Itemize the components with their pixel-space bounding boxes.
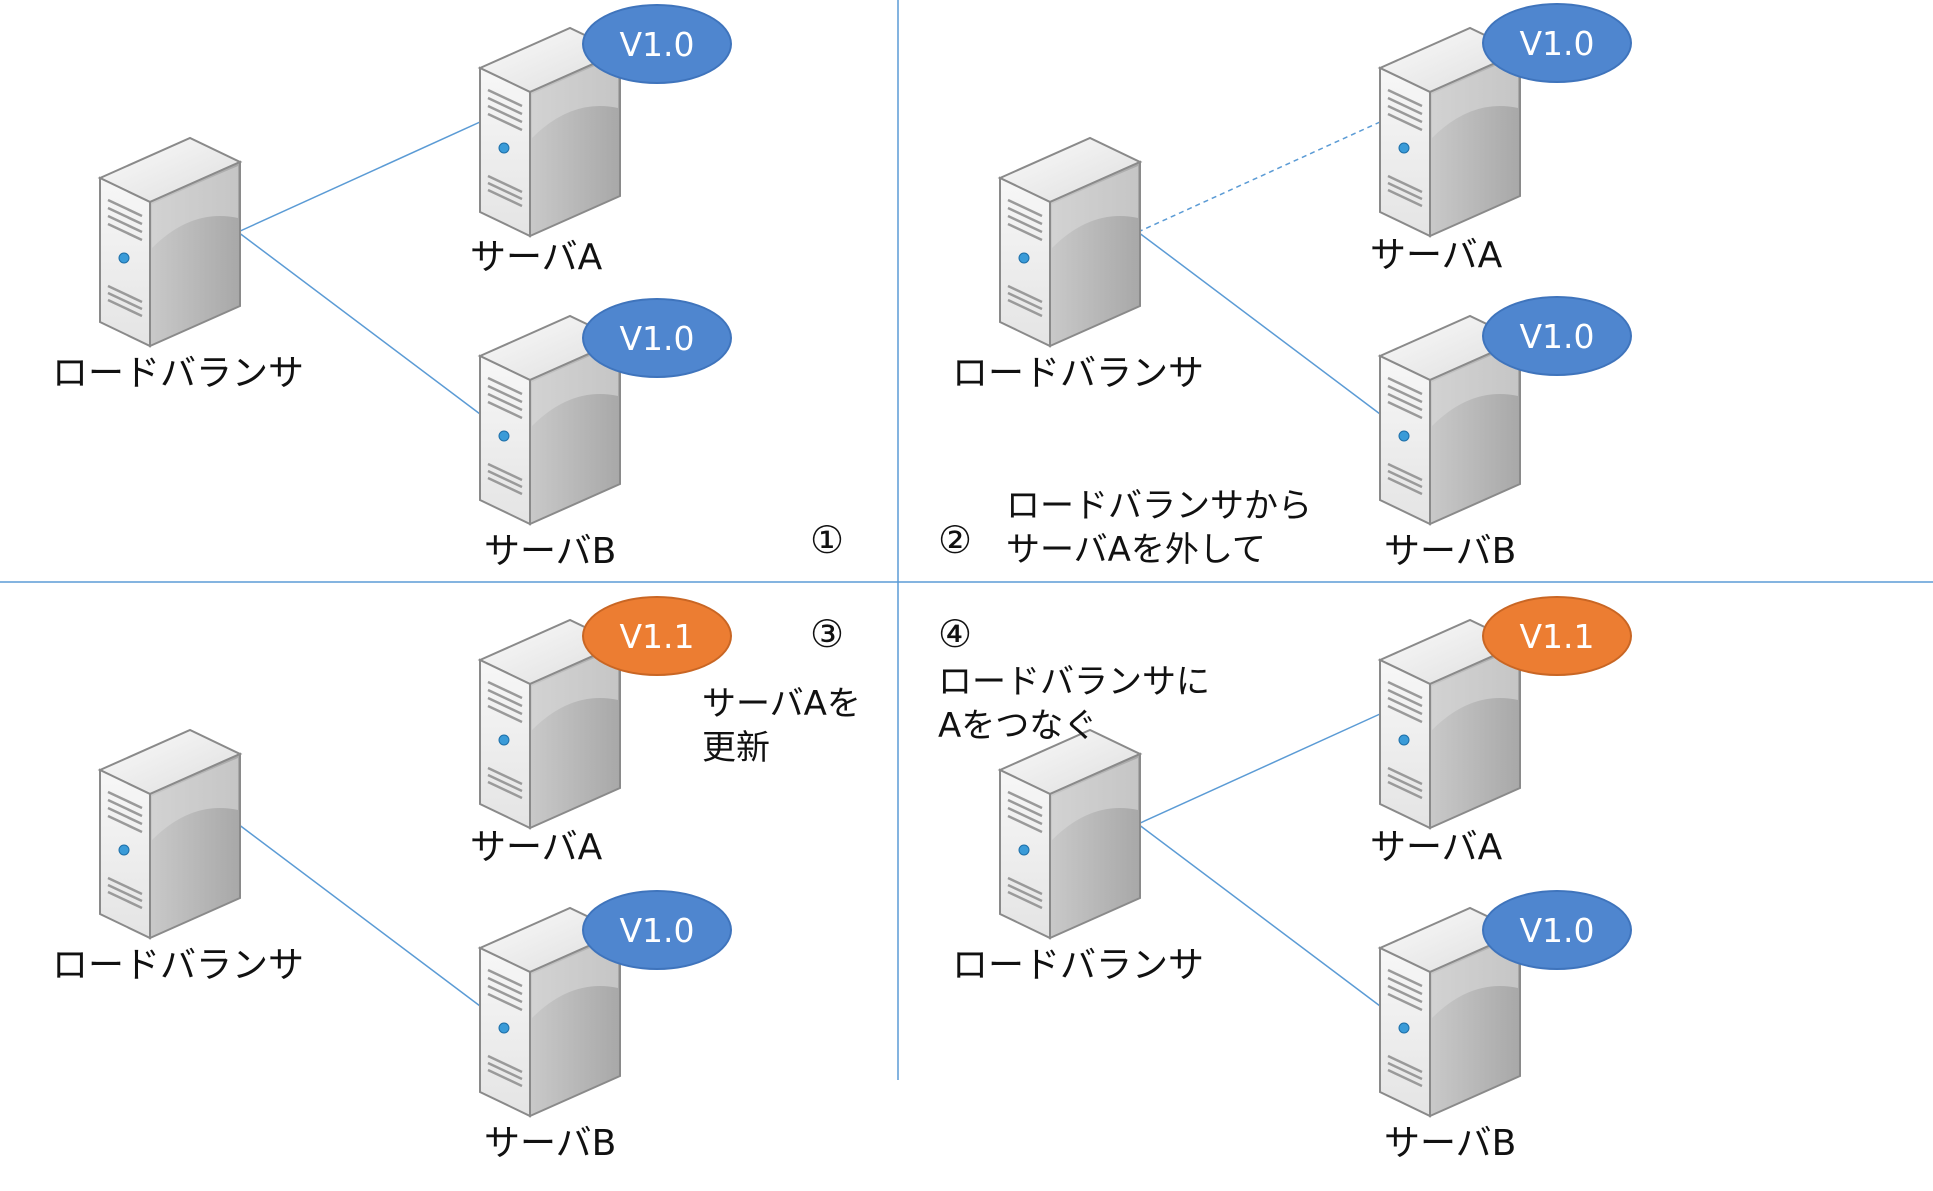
server-a-label: サーバA (1370, 235, 1503, 276)
server-b-label: サーバB (484, 1123, 617, 1164)
step-note: サーバAを 更新 (702, 682, 861, 770)
load-balancer-label: ロードバランサ (952, 945, 1205, 986)
server-a-label: サーバA (470, 237, 603, 278)
link-lb-to-server-a (1137, 121, 1381, 233)
note-line: ロードバランサに (938, 662, 1210, 702)
server-b-version-badge: V1.0 (1482, 890, 1632, 970)
server-b-label: サーバB (1384, 531, 1517, 572)
load-balancer-server-icon (98, 728, 242, 940)
server-b-version-badge: V1.0 (1482, 296, 1632, 376)
load-balancer-server-icon (998, 136, 1142, 348)
server-a-version-badge: V1.1 (582, 596, 732, 676)
note-line: サーバAを外して (1006, 530, 1266, 571)
load-balancer-label: ロードバランサ (952, 353, 1205, 394)
step-note: ロードバランサに Aをつなぐ (938, 660, 1210, 748)
step-note: ロードバランサから サーバAを外して (1006, 484, 1312, 572)
step-number: ① (810, 518, 845, 562)
load-balancer-server-icon (998, 728, 1142, 940)
step-number: ③ (810, 612, 845, 656)
load-balancer-server-icon (98, 136, 242, 348)
server-b-label: サーバB (484, 531, 617, 572)
step-number: ② (938, 518, 973, 562)
server-b-label: サーバB (1384, 1123, 1517, 1164)
note-line: 更新 (702, 728, 770, 769)
note-line: サーバAを (702, 684, 861, 724)
server-b-version-badge: V1.0 (582, 890, 732, 970)
load-balancer-label: ロードバランサ (52, 353, 305, 394)
server-a-label: サーバA (1370, 827, 1503, 868)
server-a-version-badge: V1.1 (1482, 596, 1632, 676)
note-line: Aをつなぐ (938, 706, 1098, 747)
link-lb-to-server-a (1137, 713, 1381, 825)
link-lb-to-server-a (237, 121, 481, 233)
server-a-version-badge: V1.0 (582, 4, 732, 84)
server-b-version-badge: V1.0 (582, 298, 732, 378)
note-line: ロードバランサから (1006, 486, 1312, 526)
step-number: ④ (938, 612, 973, 656)
server-a-label: サーバA (470, 827, 603, 868)
load-balancer-label: ロードバランサ (52, 945, 305, 986)
link-lb-to-server-b (1137, 823, 1381, 1007)
link-lb-to-server-b (237, 231, 481, 415)
link-lb-to-server-b (237, 823, 481, 1007)
link-layer (237, 121, 1381, 1007)
server-a-version-badge: V1.0 (1482, 3, 1632, 83)
link-lb-to-server-b (1137, 231, 1381, 415)
